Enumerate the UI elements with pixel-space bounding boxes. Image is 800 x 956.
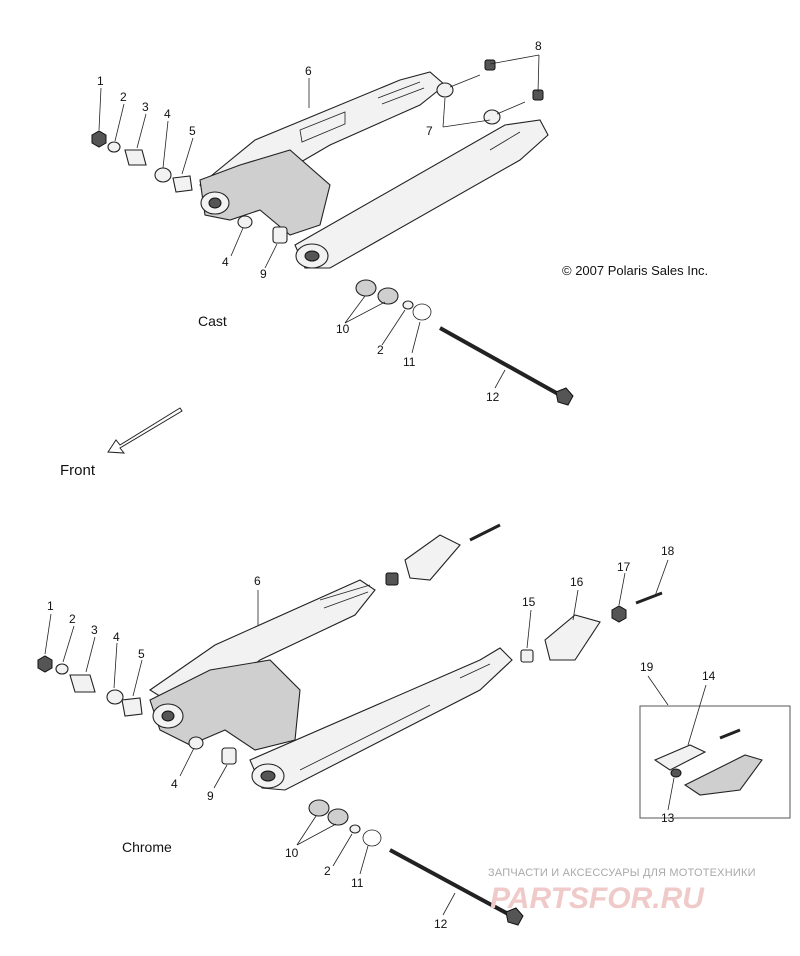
callout-16: 16 [570,575,584,589]
callout-4: 4 [113,630,120,644]
front-label: Front [60,462,96,479]
callout-6: 6 [305,64,312,78]
callout-2b: 2 [377,343,384,357]
callouts-bottom: 1 2 3 4 5 6 4 9 10 2 11 12 15 16 17 18 1… [47,544,716,931]
callout-10: 10 [285,846,299,860]
callout-4b: 4 [222,255,229,269]
callout-7: 7 [426,124,433,138]
callout-10: 10 [336,322,350,336]
callout-14: 14 [702,669,716,683]
callout-2: 2 [69,612,76,626]
callout-15: 15 [522,595,536,609]
callout-11: 11 [403,355,416,369]
callout-5: 5 [138,647,145,661]
callout-12: 12 [434,917,448,931]
callout-3: 3 [91,623,98,637]
copyright-text: © 2007 Polaris Sales Inc. [562,263,708,278]
front-arrow-icon [107,407,183,454]
callout-4: 4 [164,107,171,121]
swingarm-cast-assembly [91,59,574,406]
callouts-top: 1 2 3 4 5 6 7 8 4 9 10 2 11 12 [97,39,542,404]
callout-13: 13 [661,811,675,825]
callout-3: 3 [142,100,149,114]
callout-4b: 4 [171,777,178,791]
callout-9: 9 [260,267,267,281]
callout-1: 1 [47,599,54,613]
swingarm-chrome-assembly [37,523,791,926]
kit-inset-box [639,705,791,819]
callout-5: 5 [189,124,196,138]
callout-17: 17 [617,560,631,574]
callout-18: 18 [661,544,675,558]
callout-12: 12 [486,390,500,404]
callout-2b: 2 [324,864,331,878]
section-label-cast: Cast [198,313,227,329]
callout-11: 11 [351,876,364,890]
watermark-title: ЗАПЧАСТИ И АКСЕССУАРЫ ДЛЯ МОТОТЕХНИКИ [488,867,756,879]
leader-lines [44,54,707,916]
section-label-chrome: Chrome [122,839,172,855]
callout-2: 2 [120,90,127,104]
callout-8: 8 [535,39,542,53]
callout-19: 19 [640,660,654,674]
callout-6: 6 [254,574,261,588]
watermark-logo: PARTSFOR.RU [490,882,705,915]
callout-9: 9 [207,789,214,803]
callout-1: 1 [97,74,104,88]
